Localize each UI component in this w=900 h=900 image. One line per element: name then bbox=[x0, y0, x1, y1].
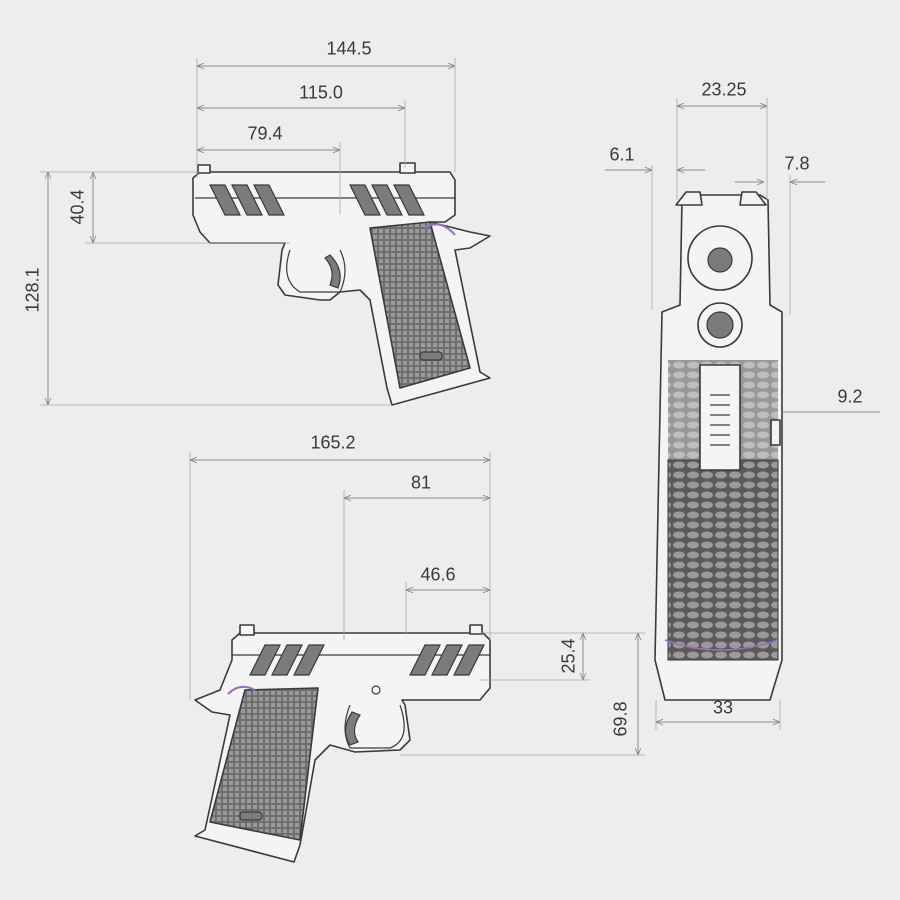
dim-sight-radius-label: 79.4 bbox=[247, 123, 283, 144]
dim-bottom-slide-height-label: 25.4 bbox=[558, 638, 579, 674]
dim-overall-length-label: 144.5 bbox=[326, 38, 372, 59]
dim-right-offset-label: 7.8 bbox=[784, 153, 810, 174]
dim-barrel-section-label: 46.6 bbox=[420, 564, 456, 585]
dim-left-offset-label: 6.1 bbox=[609, 144, 635, 165]
pistol-front-view bbox=[654, 191, 783, 701]
dim-safety-protrusion-label: 9.2 bbox=[837, 386, 863, 407]
dim-slide-length-label: 115.0 bbox=[299, 82, 343, 103]
pistol-side-view-bottom bbox=[194, 624, 491, 863]
dim-bottom-height-label: 69.8 bbox=[610, 701, 631, 737]
dimension-lines bbox=[40, 58, 880, 756]
dim-slide-width-label: 23.25 bbox=[701, 79, 747, 100]
pistol-side-view-top bbox=[192, 162, 491, 406]
dim-overall-height-label: 128.1 bbox=[22, 267, 43, 313]
dim-slide-height-label: 40.4 bbox=[67, 189, 88, 225]
dim-bottom-overall-length-label: 165.2 bbox=[310, 432, 356, 453]
dim-bottom-slide-length-label: 81 bbox=[410, 472, 432, 493]
dim-grip-width-label: 33 bbox=[712, 697, 734, 718]
